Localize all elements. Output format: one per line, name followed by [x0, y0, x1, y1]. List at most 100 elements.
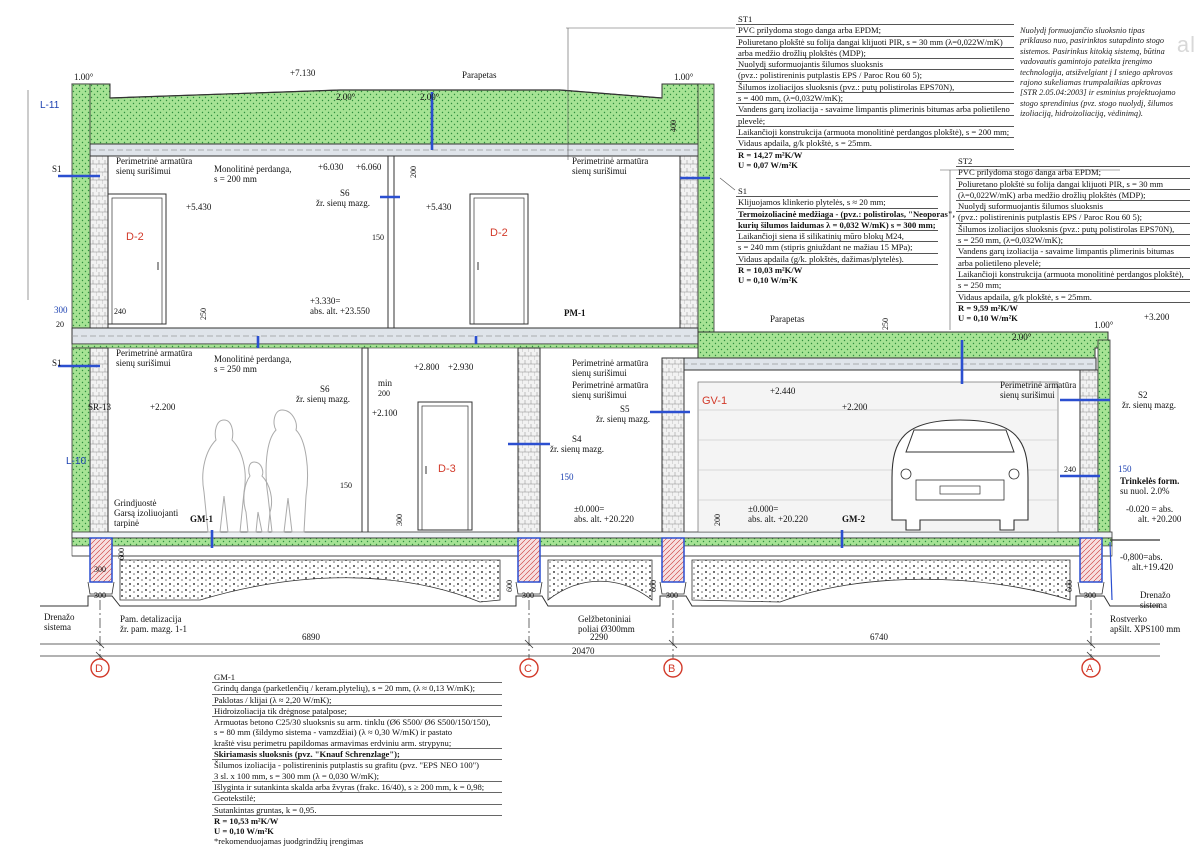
svg-text:S4: S4: [572, 434, 582, 444]
slope-right: 1.00°: [674, 72, 694, 82]
svg-text:S5: S5: [620, 404, 630, 414]
svg-text:300: 300: [666, 591, 678, 600]
svg-text:min: min: [378, 378, 393, 388]
svg-text:S6: S6: [340, 188, 350, 198]
svg-text:Monolitinė perdanga,: Monolitinė perdanga,: [214, 354, 291, 364]
gm2-label: GM-2: [842, 514, 865, 524]
svg-text:+2.200: +2.200: [150, 402, 176, 412]
svg-text:2.00°: 2.00°: [1012, 332, 1032, 342]
svg-text:sienų surišimui: sienų surišimui: [1000, 390, 1055, 400]
parapet-top: Parapetas: [462, 70, 497, 80]
svg-text:200: 200: [409, 166, 418, 178]
svg-text:Pam. detalizacija: Pam. detalizacija: [120, 614, 181, 624]
svg-text:+2.200: +2.200: [842, 402, 868, 412]
svg-text:S6: S6: [320, 384, 330, 394]
middle-slab: [71, 327, 699, 349]
svg-text:250: 250: [881, 318, 890, 330]
svg-text:150: 150: [1118, 464, 1132, 474]
svg-text:300: 300: [522, 591, 534, 600]
svg-text:600: 600: [1065, 580, 1074, 592]
svg-text:+3.200: +3.200: [1144, 312, 1170, 322]
watermark: al: [1176, 32, 1196, 57]
svg-text:Drenažo: Drenažo: [44, 612, 75, 622]
svg-text:Perimetrinė armatūra: Perimetrinė armatūra: [572, 358, 648, 368]
pm1-label: PM-1: [564, 308, 586, 318]
slope-mid1: 2.00°: [336, 92, 356, 102]
svg-text:600: 600: [505, 580, 514, 592]
svg-text:Perimetrinė armatūra: Perimetrinė armatūra: [572, 156, 648, 166]
svg-text:+2.100: +2.100: [372, 408, 398, 418]
svg-text:20: 20: [56, 320, 64, 329]
svg-text:SR-13: SR-13: [88, 402, 112, 412]
room-gv1: GV-1: [702, 395, 727, 407]
foundations: [87, 537, 1105, 595]
level-l10: L-10: [66, 456, 86, 467]
dim-20470: 20470: [572, 646, 595, 656]
axis-a: A: [1086, 663, 1094, 675]
svg-text:+2.440: +2.440: [770, 386, 796, 396]
dim-6890: 6890: [302, 632, 321, 642]
svg-text:+5.430: +5.430: [426, 202, 452, 212]
svg-text:±0.000=: ±0.000=: [574, 504, 604, 514]
blue-marks: [58, 92, 1110, 548]
svg-text:sienų surišimui: sienų surišimui: [116, 358, 171, 368]
svg-text:Drenažo: Drenažo: [1140, 590, 1171, 600]
svg-text:300: 300: [94, 591, 106, 600]
perim1: Perimetrinė armatūra: [116, 156, 192, 166]
svg-text:abs. alt. +20.220: abs. alt. +20.220: [748, 514, 808, 524]
svg-text:sienų surišimui: sienų surišimui: [116, 166, 171, 176]
svg-text:Perimetrinė armatūra: Perimetrinė armatūra: [116, 348, 192, 358]
svg-text:150: 150: [560, 472, 574, 482]
room-d2b: D-2: [490, 227, 508, 239]
svg-text:Trinkelės form.: Trinkelės form.: [1120, 476, 1179, 486]
svg-text:Perimetrinė armatūra: Perimetrinė armatūra: [572, 380, 648, 390]
svg-text:+2.930: +2.930: [448, 362, 474, 372]
axis-lines: [99, 600, 1092, 660]
svg-text:s = 250 mm: s = 250 mm: [214, 364, 257, 374]
labels: 1.00° +7.130 Parapetas 2.00° 2.00° 1.00°…: [40, 68, 1182, 675]
svg-text:+5.430: +5.430: [186, 202, 212, 212]
svg-text:žr. pam. mazg. 1-1: žr. pam. mazg. 1-1: [120, 624, 187, 634]
s1-top: S1: [52, 164, 62, 174]
svg-text:-0,800=abs.: -0,800=abs.: [1120, 552, 1163, 562]
svg-text:sienų surišimui: sienų surišimui: [572, 390, 627, 400]
people-figures-icon: [202, 409, 309, 533]
svg-text:tarpinė: tarpinė: [114, 518, 139, 528]
svg-text:apšilt. XPS100 mm: apšilt. XPS100 mm: [1110, 624, 1180, 634]
ground-floor: [71, 531, 1113, 557]
svg-text:+2.800: +2.800: [414, 362, 440, 372]
svg-text:žr. sienų mazg.: žr. sienų mazg.: [1122, 400, 1176, 410]
svg-text:-0.020 = abs.: -0.020 = abs.: [1126, 504, 1173, 514]
svg-text:1.00°: 1.00°: [1094, 320, 1114, 330]
room-d3: D-3: [438, 463, 456, 475]
svg-text:alt. +20.200: alt. +20.200: [1138, 514, 1182, 524]
svg-text:300: 300: [395, 514, 404, 526]
svg-text:200: 200: [713, 514, 722, 526]
svg-text:žr. sienų mazg.: žr. sienų mazg.: [296, 394, 350, 404]
spec-gm1: GM-1 Grindų danga (parketlenčių / keram.…: [212, 672, 502, 847]
svg-text:200: 200: [378, 389, 390, 398]
svg-text:Monolitinė perdanga,: Monolitinė perdanga,: [214, 164, 291, 174]
dim-2290: 2290: [590, 632, 609, 642]
svg-text:240: 240: [114, 307, 126, 316]
svg-text:Parapetas: Parapetas: [770, 314, 805, 324]
svg-text:250: 250: [199, 308, 208, 320]
svg-text:sistema: sistema: [44, 622, 71, 632]
svg-text:+6.060: +6.060: [356, 162, 382, 172]
spec-st2: ST2 PVC prilydoma stogo danga arba EPDM;…: [956, 156, 1190, 323]
slope-left: 1.00°: [74, 72, 94, 82]
svg-text:300: 300: [54, 305, 68, 315]
svg-text:+6.030: +6.030: [318, 162, 344, 172]
axis-c: C: [524, 663, 532, 675]
upper-roof: [71, 83, 701, 157]
svg-text:sienų surišimui: sienų surišimui: [572, 166, 627, 176]
st1-title: ST1: [736, 14, 1014, 26]
dim-6740: 6740: [870, 632, 889, 642]
svg-text:240: 240: [1064, 465, 1076, 474]
room-d2a: D-2: [126, 231, 144, 243]
lower-walls: [71, 339, 1111, 539]
axis-markers: [90, 658, 1101, 678]
dimension-lines: [40, 639, 1160, 661]
